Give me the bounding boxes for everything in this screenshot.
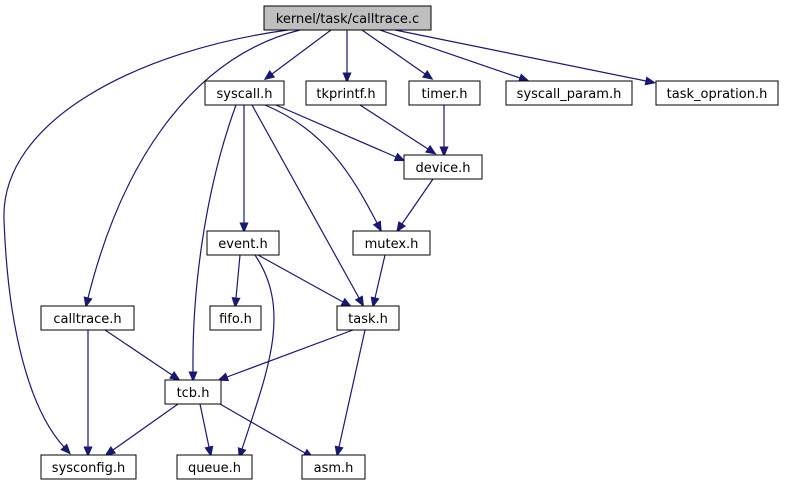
node-label-sysconfig: sysconfig.h [52, 461, 125, 476]
edge-root-to-timer [361, 29, 434, 80]
edge-task-to-asm [334, 329, 366, 458]
edge-mutex-to-task [370, 254, 386, 309]
node-label-tkprintf: tkprintf.h [316, 87, 375, 102]
edge-root-to-tkprintf [342, 30, 352, 84]
node-label-syscall-param: syscall_param.h [517, 87, 622, 102]
node-label-task: task.h [348, 312, 388, 327]
node-task-opration[interactable]: task_opration.h [655, 80, 779, 106]
edge-syscall-to-device [275, 104, 406, 162]
edge-event-to-fifo [231, 254, 241, 309]
edge-tkprintf-to-device [359, 104, 437, 155]
node-label-syscall: syscall.h [217, 87, 273, 102]
node-root[interactable]: kernel/task/calltrace.c [263, 5, 432, 31]
node-calltrace[interactable]: calltrace.h [40, 305, 135, 331]
node-label-tcb: tcb.h [177, 386, 210, 401]
node-label-root: kernel/task/calltrace.c [276, 12, 419, 27]
edge-tcb-to-asm [219, 403, 314, 459]
node-asm[interactable]: asm.h [301, 454, 366, 480]
edge-event-to-queue [237, 254, 275, 459]
node-timer[interactable]: timer.h [408, 80, 481, 106]
graph-nodes: kernel/task/calltrace.c syscall.h tkprin… [40, 5, 779, 480]
edge-task-to-tcb [217, 329, 354, 382]
node-label-mutex: mutex.h [365, 237, 419, 252]
node-label-fifo: fifo.h [219, 312, 252, 327]
node-label-task-opration: task_opration.h [667, 87, 768, 102]
node-tcb[interactable]: tcb.h [164, 379, 222, 405]
edge-syscall-to-mutex [264, 104, 382, 233]
edge-syscall-to-tcb [188, 104, 237, 383]
node-tkprintf[interactable]: tkprintf.h [305, 80, 387, 106]
node-sysconfig[interactable]: sysconfig.h [40, 454, 137, 480]
edge-calltrace-to-tcb [104, 329, 181, 381]
node-fifo[interactable]: fifo.h [209, 305, 262, 331]
edge-timer-to-device [439, 105, 449, 158]
node-label-device: device.h [415, 161, 470, 176]
node-mutex[interactable]: mutex.h [352, 230, 431, 256]
edge-tcb-to-sysconfig [104, 403, 179, 456]
node-device[interactable]: device.h [403, 154, 483, 180]
edge-root-to-task_opration [394, 29, 657, 86]
edge-tcb-to-queue [199, 403, 214, 458]
node-label-timer: timer.h [422, 87, 468, 102]
node-event[interactable]: event.h [206, 230, 280, 256]
edge-root-to-syscall [263, 29, 332, 81]
node-syscall[interactable]: syscall.h [204, 80, 285, 106]
edge-syscall-to-task [251, 104, 364, 307]
node-label-calltrace: calltrace.h [53, 312, 121, 327]
edge-root-to-syscall_param [379, 29, 530, 83]
edge-device-to-mutex [396, 178, 434, 233]
node-task[interactable]: task.h [336, 305, 400, 331]
node-label-asm: asm.h [314, 461, 354, 476]
edge-root-to-calltrace [83, 29, 301, 308]
edge-root-to-sysconfig [3, 29, 289, 455]
node-label-queue: queue.h [188, 461, 241, 476]
node-queue[interactable]: queue.h [176, 454, 253, 480]
node-label-event: event.h [218, 237, 267, 252]
edge-syscall-to-event [239, 105, 249, 234]
graph-edges [3, 29, 657, 459]
node-syscall-param[interactable]: syscall_param.h [505, 80, 633, 106]
edge-calltrace-to-sysconfig [83, 330, 93, 458]
